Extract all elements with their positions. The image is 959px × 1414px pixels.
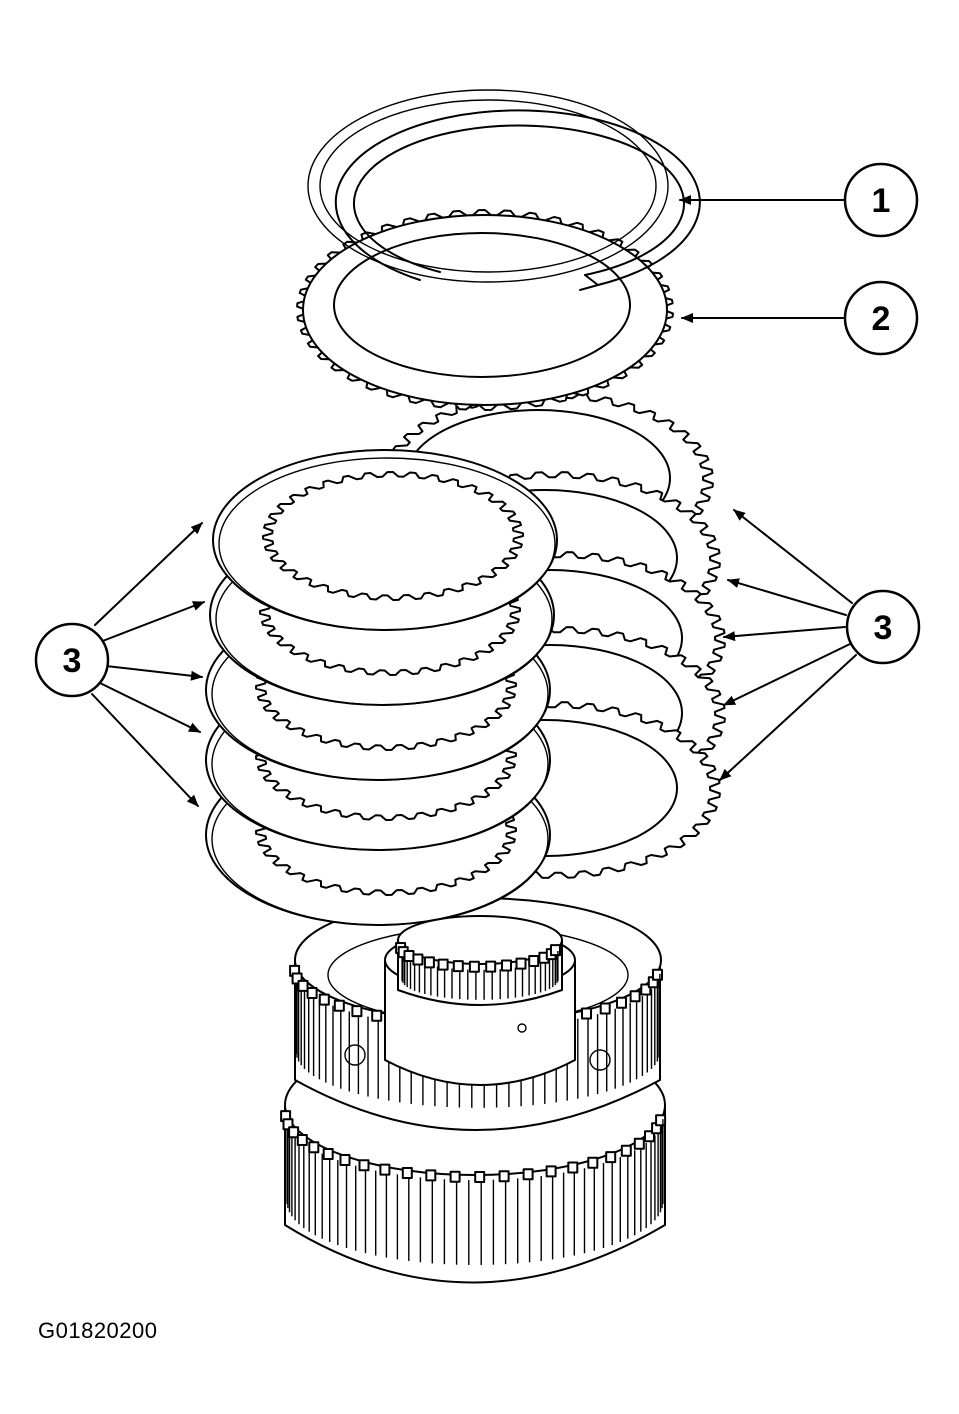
callout-3-right: 3	[719, 509, 921, 781]
clutch-plates-stack	[205, 391, 726, 926]
callout-1-label: 1	[872, 182, 891, 220]
callout-3-left-label: 3	[63, 642, 82, 680]
lower-drum-splines	[280, 1110, 667, 1265]
friction-plate-inner-teeth	[262, 471, 524, 601]
callout-3-left-circle	[34, 622, 110, 698]
hub-inner-splines	[395, 942, 561, 1000]
pressure-plate	[296, 209, 674, 411]
callout-1-circle	[843, 162, 919, 238]
snap-ring	[307, 89, 701, 291]
callout-1: 1	[679, 162, 919, 238]
callout-3-left: 3	[34, 522, 205, 807]
callout-3-right-circle	[845, 589, 921, 665]
callout-2: 2	[681, 280, 919, 356]
friction-plate-lining	[218, 457, 556, 631]
callout-3-right-label: 3	[874, 609, 893, 647]
callout-2-circle	[843, 280, 919, 356]
callout-2-label: 2	[872, 300, 891, 338]
clutch-drum-assembly	[280, 897, 667, 1284]
figure-id: G01820200	[38, 1318, 158, 1343]
